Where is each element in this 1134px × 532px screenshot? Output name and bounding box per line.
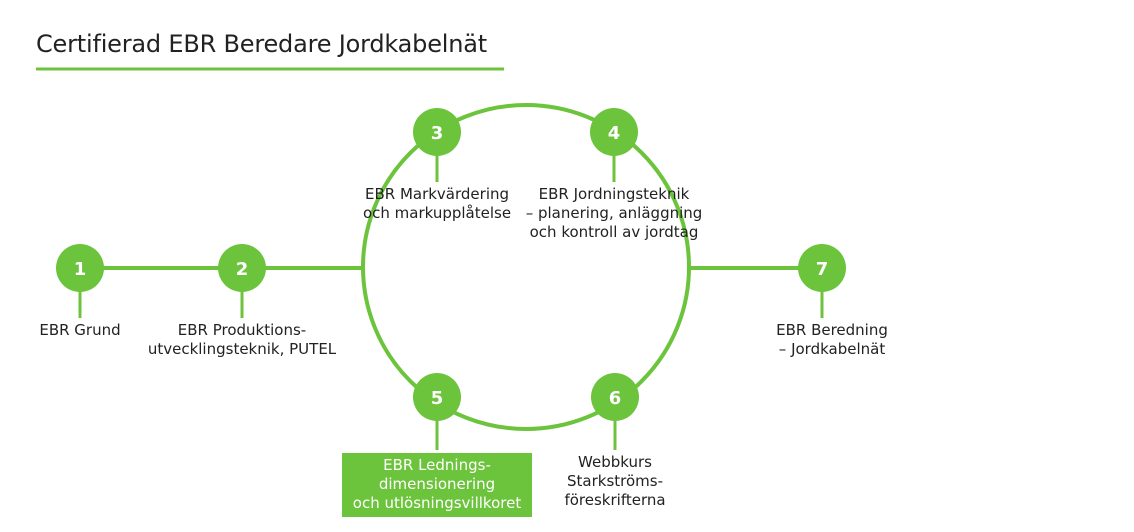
step-number-2: 2: [236, 259, 249, 280]
step-label-line: och kontroll av jordtag: [529, 223, 699, 241]
step-node-5: 5: [413, 373, 461, 421]
step-label-line: EBR Beredning: [776, 321, 888, 339]
step-node-4: 4: [590, 108, 638, 156]
step-label-line: – planering, anläggning: [525, 204, 703, 222]
step-label-4: EBR Jordningsteknik – planering, anläggn…: [526, 185, 703, 242]
step-label-2: EBR Produktions- utvecklingsteknik, PUTE…: [148, 321, 336, 359]
step-label-line: EBR Lednings-: [383, 456, 491, 474]
step-node-7: 7: [798, 244, 846, 292]
step-label-line: utvecklingsteknik, PUTEL: [147, 340, 337, 358]
step-label-line: EBR Jordningsteknik: [538, 185, 690, 203]
step-node-1: 1: [56, 244, 104, 292]
step-label-line: och utlösningsvillkoret: [352, 494, 522, 512]
page-title: Certifierad EBR Beredare Jordkabelnät: [36, 30, 487, 58]
step-label-line: EBR Grund: [39, 321, 121, 339]
step-node-6: 6: [591, 373, 639, 421]
step-node-2: 2: [218, 244, 266, 292]
step-node-3: 3: [413, 108, 461, 156]
step-number-4: 4: [608, 123, 621, 144]
step-label-5-highlighted: EBR Lednings- dimensionering och utlösni…: [342, 453, 532, 517]
step-label-line: föreskrifterna: [564, 491, 666, 509]
step-label-line: Webbkurs: [578, 453, 652, 471]
step-number-5: 5: [431, 388, 444, 409]
step-label-line: EBR Produktions-: [177, 321, 307, 339]
step-number-7: 7: [816, 259, 829, 280]
step-label-line: dimensionering: [378, 475, 496, 493]
step-label-line: och markupplåtelse: [362, 204, 512, 222]
step-number-1: 1: [74, 259, 87, 280]
course-ring: [361, 103, 691, 431]
step-label-line: EBR Markvärdering: [364, 185, 510, 203]
step-number-3: 3: [431, 123, 444, 144]
step-label-line: Starkströms-: [567, 472, 663, 490]
step-label-3: EBR Markvärdering och markupplåtelse: [363, 185, 511, 223]
step-label-line: – Jordkabelnät: [778, 340, 886, 358]
step-label-7: EBR Beredning – Jordkabelnät: [776, 321, 888, 359]
step-label-6: Webbkurs Starkströms- föreskrifterna: [564, 453, 665, 510]
step-number-6: 6: [609, 388, 622, 409]
step-label-1: EBR Grund: [39, 321, 120, 340]
